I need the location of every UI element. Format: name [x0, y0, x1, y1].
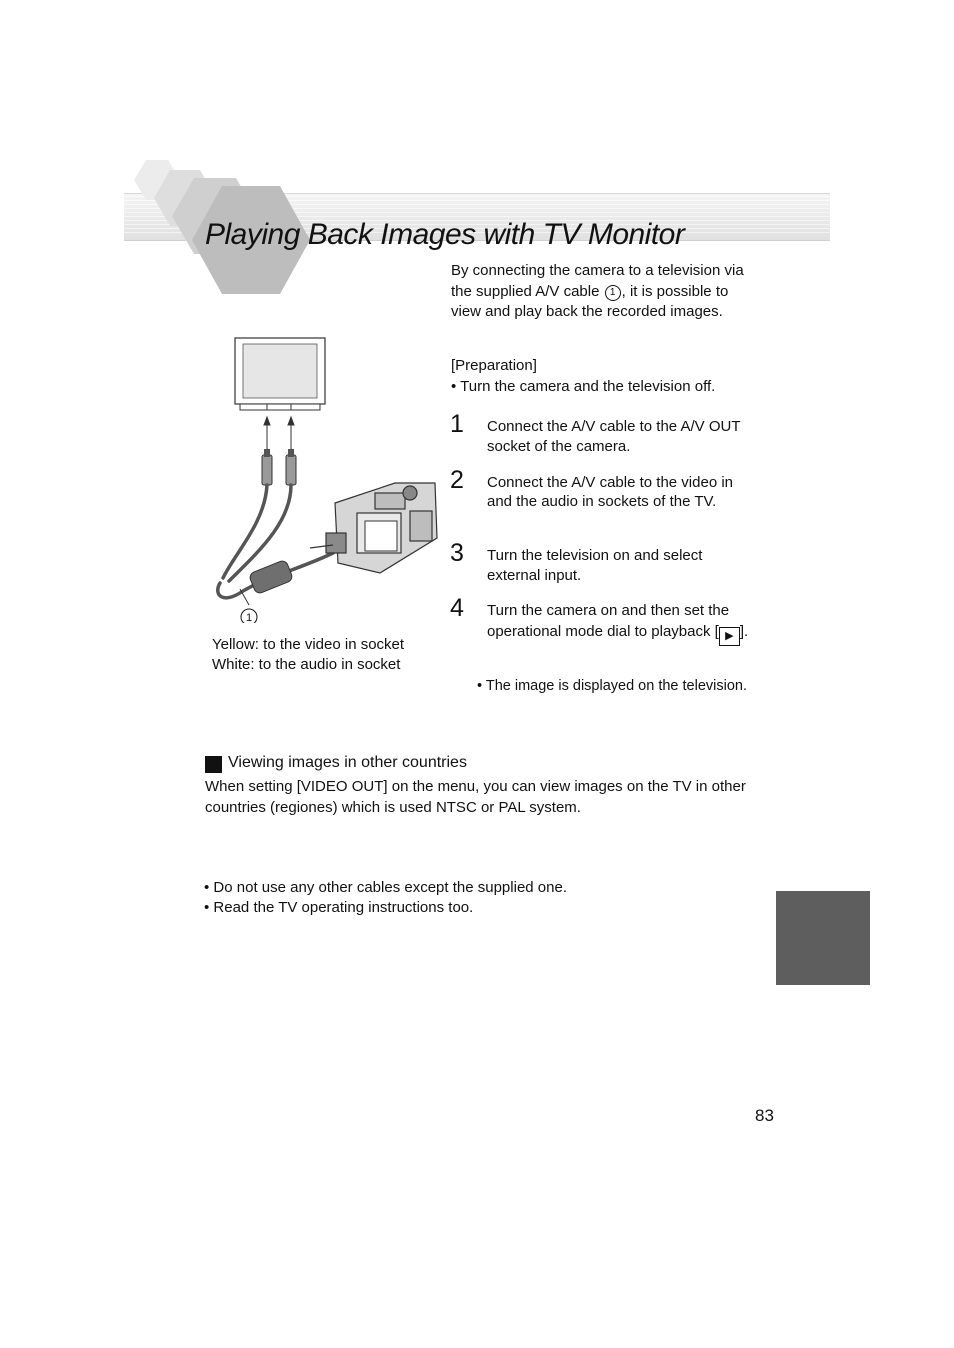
section-body: When setting [VIDEO OUT] on the menu, yo…	[205, 778, 746, 816]
step-number: 4	[450, 594, 464, 622]
notes-list: • Do not use any other cables except the…	[204, 878, 567, 918]
av-cable	[216, 483, 335, 600]
chapter-side-tab	[776, 891, 870, 985]
ferrite-core	[249, 560, 293, 594]
step-note: • The image is displayed on the televisi…	[477, 678, 747, 694]
cable-marker: 1	[604, 284, 621, 301]
intro-paragraph: By connecting the camera to a television…	[451, 261, 751, 323]
cable-callout-label: 1	[246, 612, 252, 623]
preparation-label: [Preparation]	[451, 357, 537, 374]
arrow-icons	[263, 415, 295, 453]
step-text-start: Turn the camera on and then set the oper…	[487, 602, 730, 640]
play-icon: ▶	[718, 626, 740, 646]
diagram-caption: White: to the audio in socket	[212, 656, 401, 673]
camera-illustration	[309, 482, 438, 574]
intro-text-end: , it is possible to view and play back t…	[451, 282, 729, 321]
step-text: Turn the television on and select extern…	[487, 547, 703, 584]
section-heading: Viewing images in other countries	[228, 754, 467, 771]
connection-diagram: 1	[216, 337, 438, 623]
note-item: • Read the TV operating instructions too…	[204, 899, 474, 916]
note-item: • Do not use any other cables except the…	[204, 879, 567, 896]
section-square-icon	[205, 756, 222, 773]
cable-callout-circle	[240, 608, 258, 623]
preparation-item: • Turn the camera and the television off…	[451, 378, 716, 395]
page-number: 83	[755, 1106, 774, 1125]
step-text: Turn the camera on and then set the oper…	[487, 601, 757, 646]
step-text: Connect the A/V cable to the video in an…	[487, 474, 733, 510]
step-number: 1	[450, 410, 464, 438]
step-text-end: ].	[739, 622, 749, 640]
step-number: 2	[450, 466, 464, 494]
step-number: 3	[450, 539, 464, 567]
tv-illustration	[234, 337, 326, 411]
page-title: Playing Back Images with TV Monitor	[205, 218, 685, 251]
rca-plugs	[261, 449, 297, 486]
step-text: Connect the A/V cable to the A/V OUT soc…	[487, 418, 741, 455]
diagram-caption: Yellow: to the video in socket	[212, 636, 405, 653]
intro-text-start: By connecting the camera to a television…	[451, 262, 744, 300]
hexagon-decoration	[134, 160, 310, 294]
